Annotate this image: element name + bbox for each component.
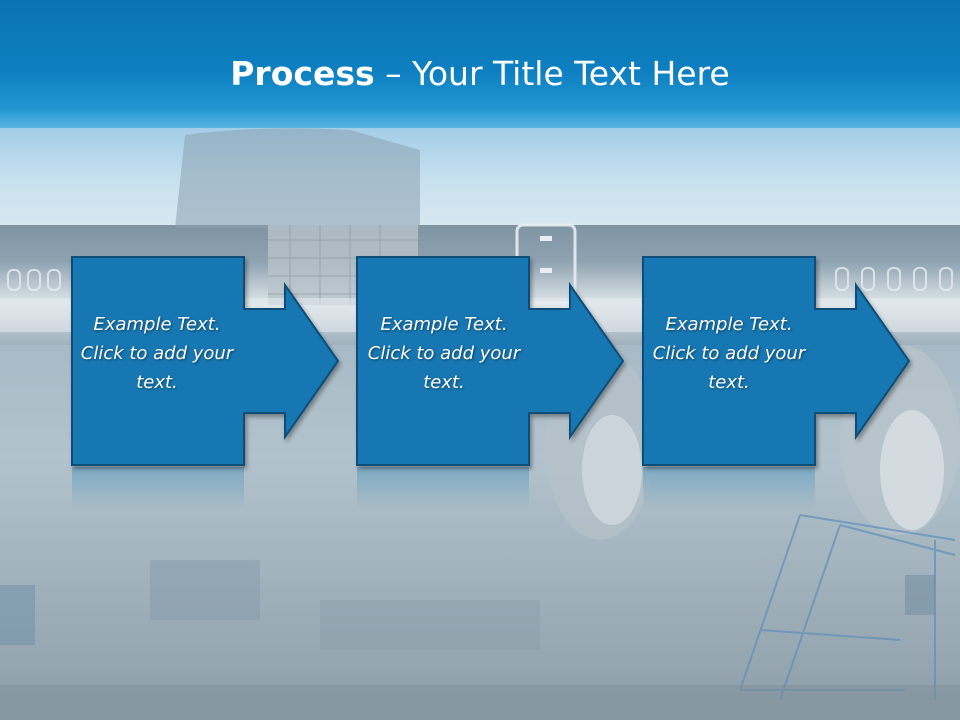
slide-title[interactable]: Process – Your Title Text Here: [0, 52, 960, 96]
process-step-1-shape[interactable]: [71, 256, 340, 466]
slide-title-bold: Process: [230, 54, 375, 93]
process-step-3-text[interactable]: Example Text. Click to add your text.: [652, 314, 806, 393]
process-step-2-shape[interactable]: [356, 256, 625, 466]
process-reflections: [72, 467, 815, 510]
header-bar: [0, 0, 960, 128]
background-sky: [0, 120, 960, 230]
process-step-1-text[interactable]: Example Text. Click to add your text.: [80, 314, 234, 393]
process-step-2-text[interactable]: Example Text. Click to add your text.: [367, 314, 521, 393]
process-step-3-shape[interactable]: [642, 256, 911, 466]
slide-title-rest: – Your Title Text Here: [374, 54, 730, 93]
